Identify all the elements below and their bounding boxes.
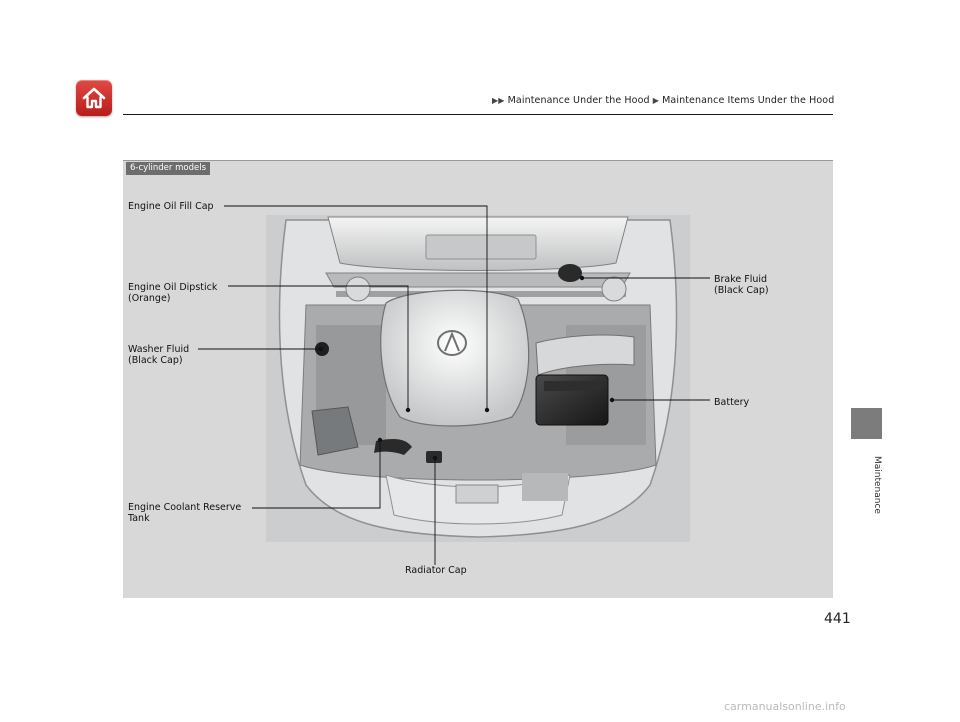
breadcrumb-arrow-icon: ▶ <box>652 96 660 105</box>
breadcrumb-item[interactable]: Maintenance Items Under the Hood <box>662 95 835 106</box>
page-number: 441 <box>824 611 851 627</box>
label-line: Tank <box>128 513 150 524</box>
label-line: (Black Cap) <box>128 355 183 366</box>
watermark: carmanualsonline.info <box>724 700 846 713</box>
label-washer-fluid: Washer Fluid (Black Cap) <box>128 344 189 366</box>
label-radiator-cap: Radiator Cap <box>405 565 467 576</box>
home-button[interactable] <box>76 80 112 116</box>
label-engine-oil-fill-cap: Engine Oil Fill Cap <box>128 201 214 212</box>
engine-bay-drawing <box>266 215 690 542</box>
label-engine-oil-dipstick: Engine Oil Dipstick (Orange) <box>128 282 217 304</box>
breadcrumb: ▶▶ Maintenance Under the Hood ▶ Maintena… <box>492 95 834 106</box>
label-line: Engine Coolant Reserve <box>128 502 242 513</box>
home-icon <box>82 87 106 109</box>
label-line: (Black Cap) <box>714 285 769 296</box>
label-line: Washer Fluid <box>128 344 190 355</box>
label-line: (Orange) <box>128 293 171 304</box>
breadcrumb-item[interactable]: Maintenance Under the Hood <box>507 95 650 106</box>
label-battery: Battery <box>714 397 750 408</box>
section-tab[interactable] <box>851 408 882 439</box>
breadcrumb-arrow-icon: ▶▶ <box>492 96 505 105</box>
engine-bay-illustration <box>266 215 690 542</box>
label-brake-fluid: Brake Fluid (Black Cap) <box>714 274 769 296</box>
label-line: Brake Fluid <box>714 274 768 285</box>
header-divider <box>123 114 833 115</box>
label-line: Engine Oil Dipstick <box>128 282 218 293</box>
model-tag: 6-cylinder models <box>126 162 211 175</box>
section-label: Maintenance <box>872 456 882 514</box>
label-engine-coolant-reserve-tank: Engine Coolant Reserve Tank <box>128 502 241 524</box>
